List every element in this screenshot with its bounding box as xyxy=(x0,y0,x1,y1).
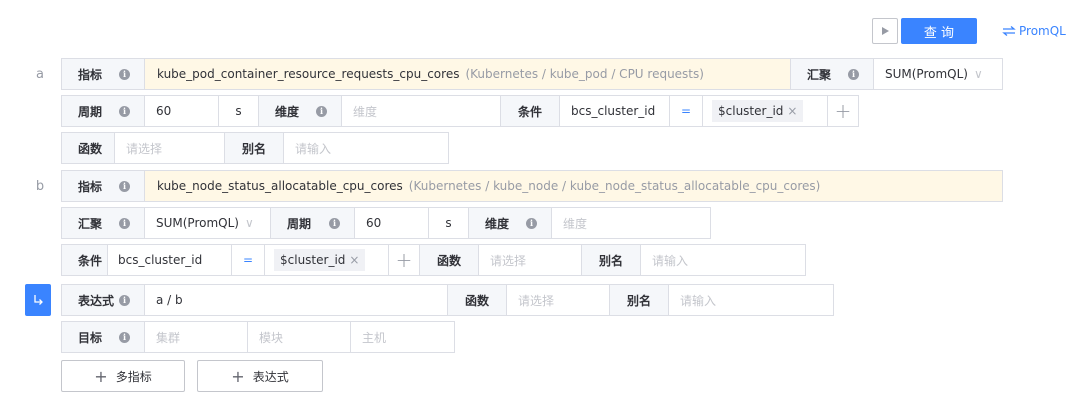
alias-label: 别名 xyxy=(581,244,641,276)
cond-value-select[interactable]: $cluster_id× xyxy=(702,95,828,127)
info-icon: i xyxy=(119,68,130,80)
query-button[interactable]: 查 询 xyxy=(901,18,977,44)
cond-operator[interactable]: = xyxy=(231,244,265,276)
add-condition-button[interactable]: + xyxy=(388,244,420,276)
agg-select[interactable]: SUM(PromQL)∨ xyxy=(144,207,271,239)
cond-key-select[interactable]: bcs_cluster_id xyxy=(559,95,670,127)
cond-value-select[interactable]: $cluster_id× xyxy=(264,244,389,276)
add-condition-button[interactable]: + xyxy=(827,95,859,127)
query-letter-a: a xyxy=(36,67,44,82)
cond-label: 条件 xyxy=(61,244,108,276)
promql-label: PromQL xyxy=(1019,24,1066,38)
chevron-down-icon: ∨ xyxy=(244,216,254,230)
plus-icon: + xyxy=(231,366,245,386)
query-a-func-row: 函数 请选择 别名 请输入 xyxy=(61,132,449,164)
info-icon: i xyxy=(848,68,859,80)
info-icon: i xyxy=(119,180,130,192)
alias-label: 别名 xyxy=(224,132,284,164)
func-label: 函数 xyxy=(447,284,507,316)
info-icon: i xyxy=(526,217,537,229)
promql-toggle[interactable]: PromQL xyxy=(1002,18,1066,44)
cond-value-tag: $cluster_id× xyxy=(274,249,366,271)
cond-label: 条件 xyxy=(500,95,560,127)
close-icon[interactable]: × xyxy=(349,253,360,267)
info-icon: i xyxy=(119,105,130,117)
info-icon: i xyxy=(119,294,130,306)
period-unit: s xyxy=(218,95,259,127)
close-icon[interactable]: × xyxy=(787,104,798,118)
func-select[interactable]: 请选择 xyxy=(478,244,582,276)
agg-select[interactable]: SUM(PromQL)∨ xyxy=(873,58,1003,90)
period-input[interactable]: 60 xyxy=(144,95,219,127)
func-label: 函数 xyxy=(61,132,115,164)
dim-select[interactable]: 维度 xyxy=(341,95,501,127)
alias-label: 别名 xyxy=(609,284,669,316)
module-select[interactable]: 模块 xyxy=(247,321,351,353)
info-icon: i xyxy=(316,105,327,117)
query-b-cond-row: 条件 bcs_cluster_id = $cluster_id× + 函数 请选… xyxy=(61,244,806,276)
cond-operator[interactable]: = xyxy=(669,95,703,127)
alias-input[interactable]: 请输入 xyxy=(283,132,449,164)
func-label: 函数 xyxy=(419,244,479,276)
run-button[interactable] xyxy=(872,18,898,44)
func-select[interactable]: 请选择 xyxy=(506,284,610,316)
metric-select[interactable]: kube_pod_container_resource_requests_cpu… xyxy=(144,58,791,90)
info-icon: i xyxy=(119,217,130,229)
expression-toggle[interactable] xyxy=(25,284,51,316)
host-select[interactable]: 主机 xyxy=(350,321,455,353)
cond-key-select[interactable]: bcs_cluster_id xyxy=(107,244,232,276)
query-letter-b: b xyxy=(35,179,45,194)
expression-input[interactable]: a / b xyxy=(144,284,448,316)
period-input[interactable]: 60 xyxy=(354,207,429,239)
alias-input[interactable]: 请输入 xyxy=(668,284,834,316)
chevron-down-icon: ∨ xyxy=(973,67,983,81)
dim-select[interactable]: 维度 xyxy=(551,207,711,239)
add-expression-button[interactable]: +表达式 xyxy=(197,360,323,392)
info-icon: i xyxy=(329,217,340,229)
switch-arrows-icon xyxy=(1002,26,1016,36)
metric-select[interactable]: kube_node_status_allocatable_cpu_cores(K… xyxy=(144,170,1003,202)
cluster-select[interactable]: 集群 xyxy=(144,321,248,353)
func-select[interactable]: 请选择 xyxy=(114,132,225,164)
return-arrow-icon xyxy=(34,295,43,305)
period-unit: s xyxy=(428,207,469,239)
plus-icon: + xyxy=(94,366,108,386)
play-icon xyxy=(882,27,889,35)
info-icon: i xyxy=(119,331,130,343)
cond-value-tag: $cluster_id× xyxy=(712,100,804,122)
alias-input[interactable]: 请输入 xyxy=(640,244,806,276)
add-metric-button[interactable]: +多指标 xyxy=(61,360,185,392)
